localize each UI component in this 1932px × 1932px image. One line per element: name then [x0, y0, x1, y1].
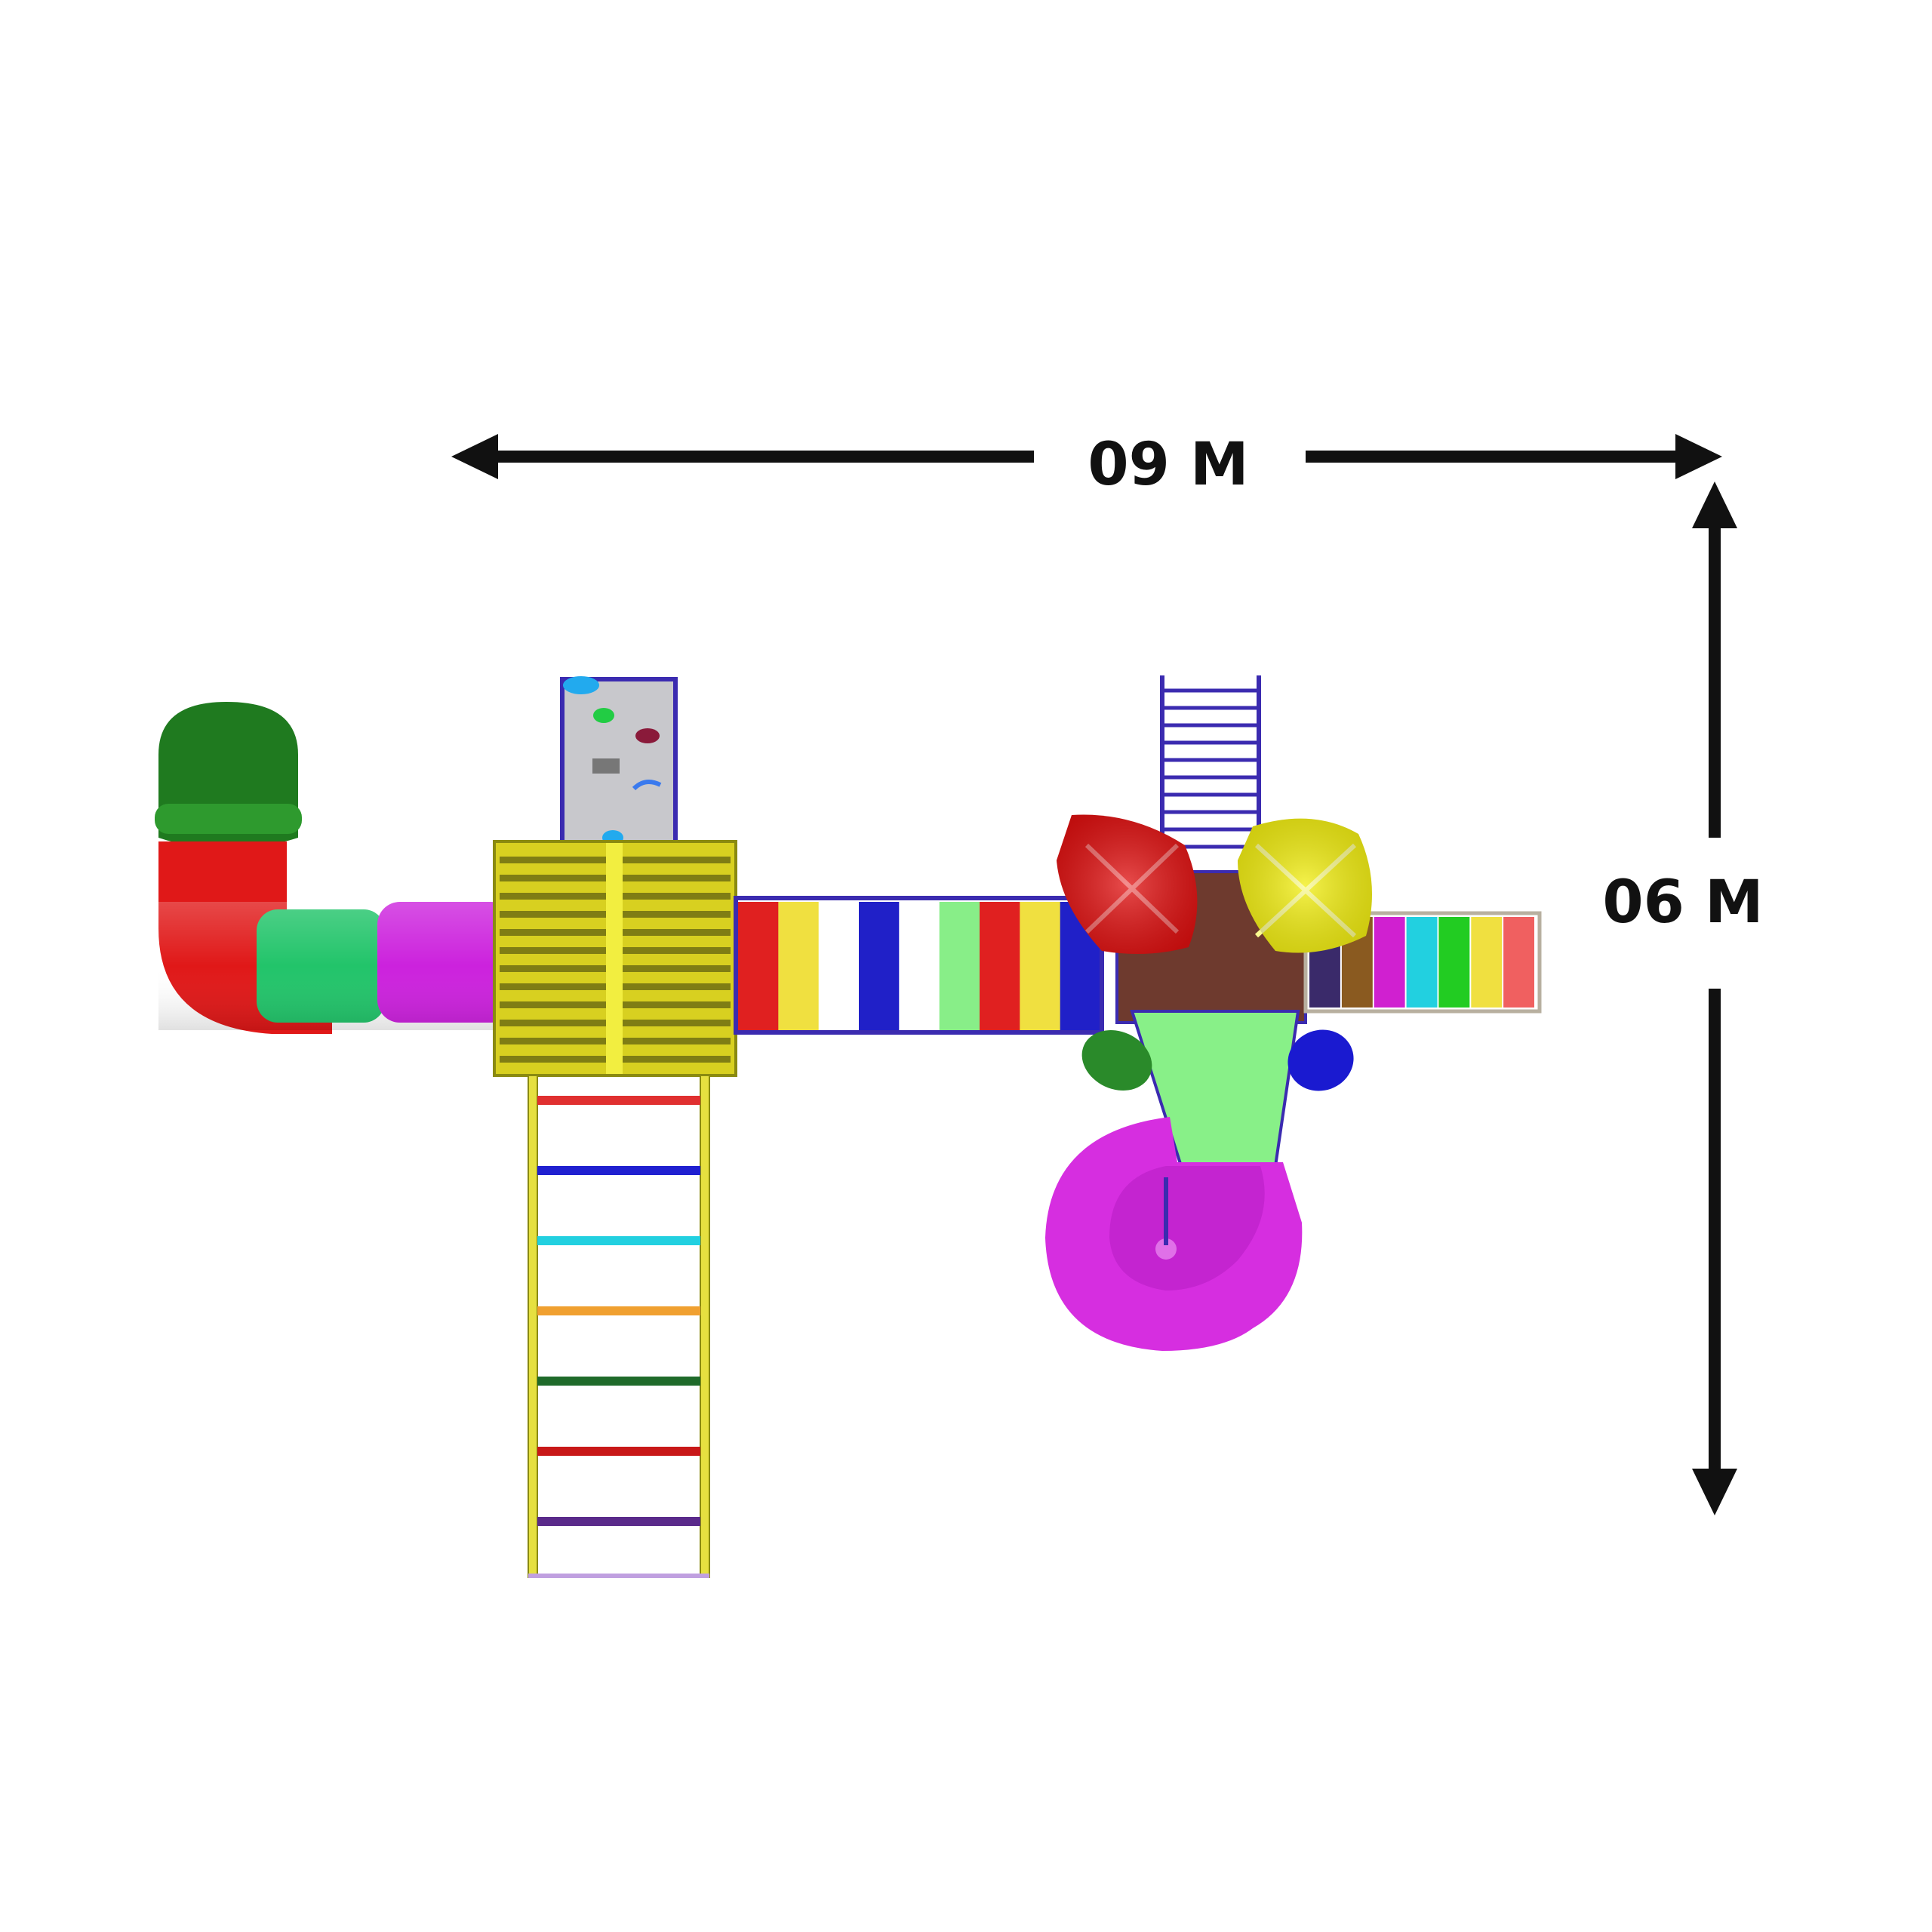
hold-blue: [1287, 1029, 1354, 1091]
tube-cap-ring: [155, 804, 302, 834]
climb-hold-icon: [632, 780, 662, 791]
bridge-panel: [738, 902, 779, 1030]
ladder-rail-left: [528, 1075, 538, 1578]
width-arrowhead-right: [1675, 434, 1722, 479]
tower-roof-ridge: [606, 841, 623, 1075]
ladder-rungs: [537, 1096, 700, 1526]
ladder-rail-right: [700, 1075, 710, 1578]
spiral-slide: [1045, 1117, 1303, 1351]
bridge-panel: [1406, 917, 1438, 1008]
hold-green: [1081, 1030, 1152, 1091]
bridge-panel: [1020, 902, 1061, 1030]
roof-red: [1057, 814, 1198, 954]
side-holds: [1081, 1029, 1354, 1091]
bridge-panel: [1438, 917, 1470, 1008]
height-arrowhead-bottom: [1692, 1469, 1737, 1515]
bridge-left: [734, 896, 1104, 1035]
width-arrowhead-left: [451, 434, 498, 479]
roof-yellow-shade: [1238, 818, 1372, 953]
ladder-yellow: [528, 1075, 710, 1578]
climbing-wall: [560, 676, 678, 855]
tube-shading: [158, 902, 513, 1030]
bridge-right-frame: [1303, 911, 1542, 1014]
climb-hold-icon: [635, 728, 660, 743]
ladder-blue: [1160, 675, 1261, 860]
tube-slide: [155, 702, 513, 1034]
bridge-panel: [1374, 917, 1405, 1008]
width-dimension: 09 M: [451, 431, 1722, 499]
roof-yellow: [1238, 818, 1372, 953]
height-label: 06 M: [1602, 869, 1763, 937]
bridge-panel: [859, 902, 900, 1030]
spiral-slide-pole: [1155, 1238, 1177, 1260]
bridge-panel: [980, 902, 1020, 1030]
width-label: 09 M: [1088, 431, 1248, 499]
bridge-panel: [1503, 917, 1534, 1008]
climb-hold-icon: [563, 676, 599, 694]
climb-hold-icon: [592, 758, 620, 774]
bridge-panel: [818, 902, 860, 1030]
bridge-panel: [899, 902, 940, 1030]
bridge-left-frame: [734, 896, 1104, 1035]
height-dimension: 06 M: [1602, 481, 1764, 1515]
bridge-left-panels: [738, 902, 1101, 1030]
spiral-slide-inner: [1109, 1166, 1265, 1291]
climb-hold-icon: [593, 708, 614, 723]
bridge-panel: [778, 902, 820, 1030]
tower-roof: [493, 840, 737, 1077]
height-arrowhead-top: [1692, 481, 1737, 528]
bridge-right-panels: [1309, 917, 1534, 1008]
roof-red-shade: [1057, 814, 1198, 954]
bridge-panel: [1471, 917, 1503, 1008]
ladder-blue-rungs: [1162, 688, 1259, 849]
bridge-panel: [939, 902, 980, 1030]
